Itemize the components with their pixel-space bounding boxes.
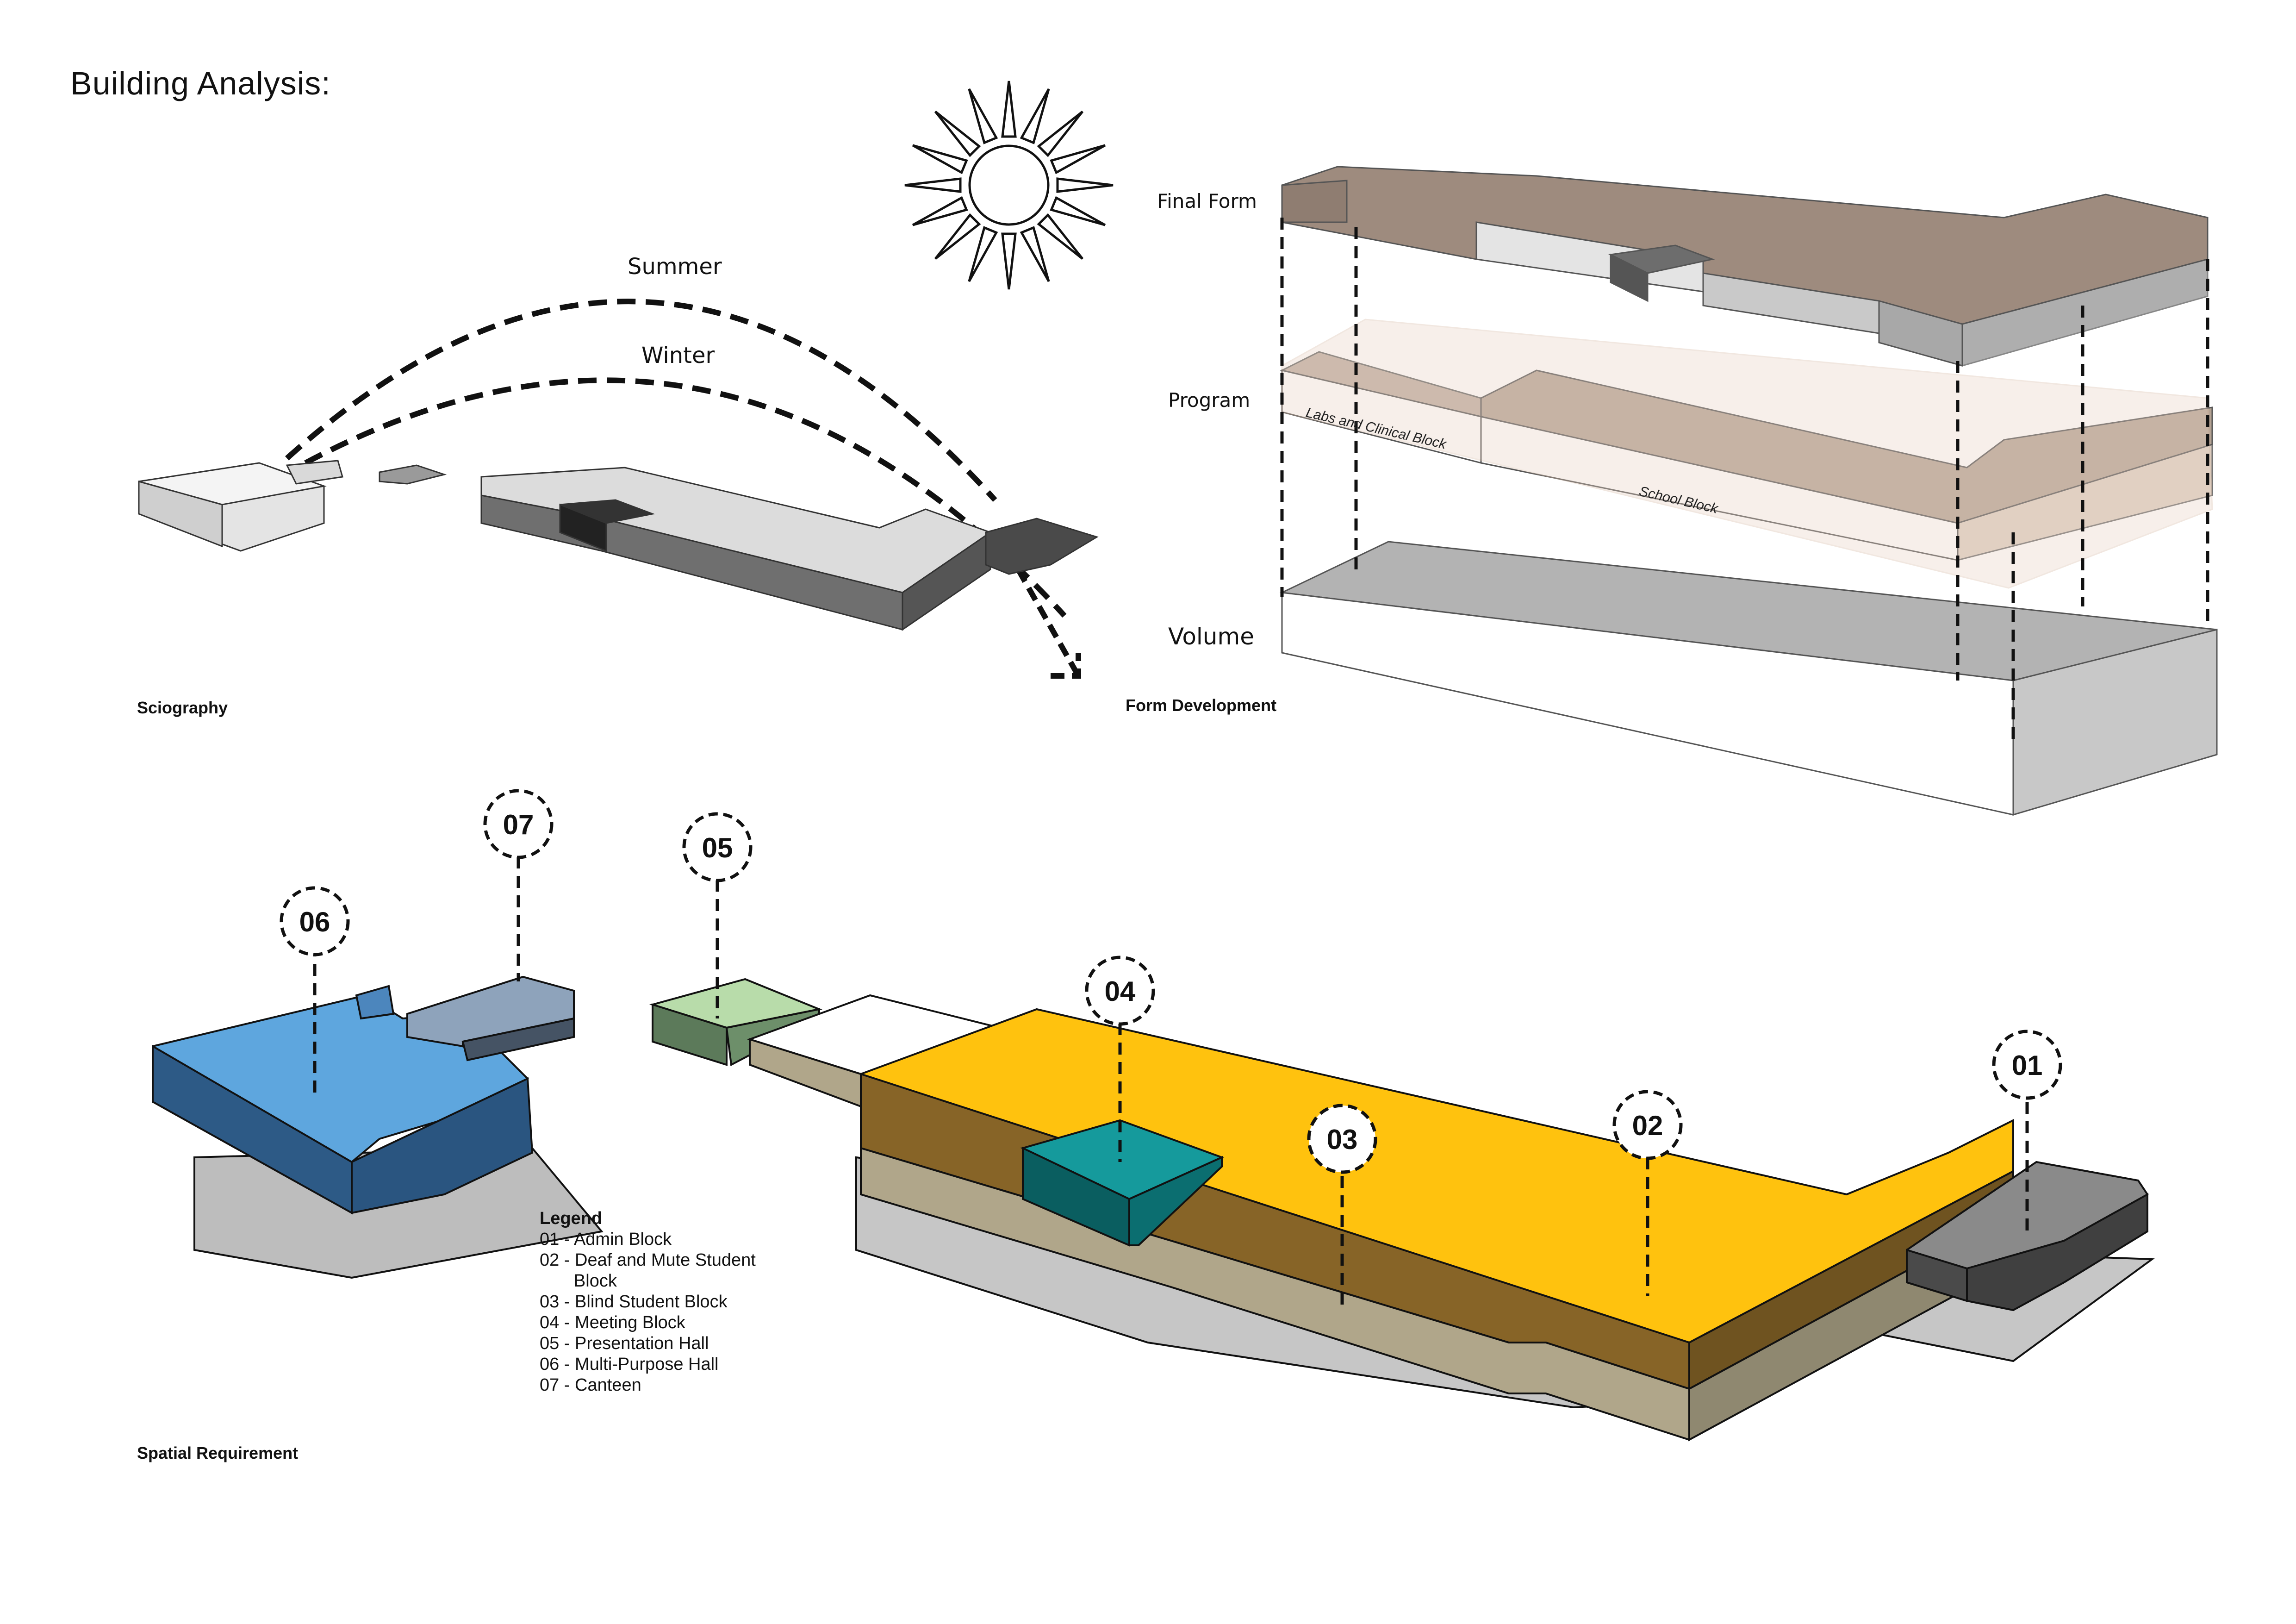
marker-leaders xyxy=(313,856,2029,1310)
winter-label: Winter xyxy=(641,343,715,369)
final-form-top xyxy=(1281,166,2209,325)
sun-icon xyxy=(904,81,1114,290)
stage-label-final-form: Final Form xyxy=(1157,190,1257,212)
legend-item-05: 05 - Presentation Hall xyxy=(540,1334,709,1353)
summer-label: Summer xyxy=(628,254,722,280)
marker-01-label: 01 xyxy=(2012,1050,2043,1081)
form-development-caption: Form Development xyxy=(1126,696,1277,715)
legend-item-01: 01 - Admin Block xyxy=(540,1230,672,1249)
marker-05: 05 xyxy=(682,812,753,882)
marker-06-label: 06 xyxy=(299,906,330,937)
legend-item-02: 02 - Deaf and Mute Student Block xyxy=(540,1250,756,1291)
marker-03-label: 03 xyxy=(1327,1124,1358,1155)
legend-item-04: 04 - Meeting Block xyxy=(540,1313,685,1332)
form-development-diagram xyxy=(1279,166,2218,816)
marker-02: 02 xyxy=(1612,1090,1683,1160)
stage-label-program: Program xyxy=(1168,389,1251,412)
sciography-massing xyxy=(138,460,1099,631)
page-title: Building Analysis: xyxy=(70,65,331,101)
marker-07: 07 xyxy=(483,789,554,859)
legend-item-07: 07 - Canteen xyxy=(540,1375,641,1395)
sciography-caption: Sciography xyxy=(137,698,228,717)
volume-side xyxy=(2012,629,2218,816)
marker-04-label: 04 xyxy=(1105,976,1136,1007)
legend-item-03: 03 - Blind Student Block xyxy=(540,1292,728,1312)
spatial-massing xyxy=(152,975,2155,1442)
marker-06: 06 xyxy=(280,886,350,956)
marker-04: 04 xyxy=(1085,956,1155,1026)
marker-03: 03 xyxy=(1307,1104,1377,1174)
legend-title: Legend xyxy=(540,1209,603,1228)
marker-02-label: 02 xyxy=(1632,1110,1663,1141)
spatial-markers: 01 02 03 04 05 06 07 xyxy=(280,789,2062,1174)
legend-item-06: 06 - Multi-Purpose Hall xyxy=(540,1355,719,1374)
spatial-requirement-caption: Spatial Requirement xyxy=(137,1443,299,1462)
legend: Legend 01 - Admin Block 02 - Deaf and Mu… xyxy=(540,1208,756,1396)
marker-07-label: 07 xyxy=(503,809,534,840)
winter-sun-path xyxy=(304,377,1067,618)
marker-01: 01 xyxy=(1992,1030,2062,1100)
marker-05-label: 05 xyxy=(702,832,733,863)
summer-sun-path xyxy=(285,299,997,502)
form-dev-guides xyxy=(1280,218,2209,741)
stage-label-volume: Volume xyxy=(1168,623,1254,650)
sun-arrow xyxy=(1015,568,1081,679)
